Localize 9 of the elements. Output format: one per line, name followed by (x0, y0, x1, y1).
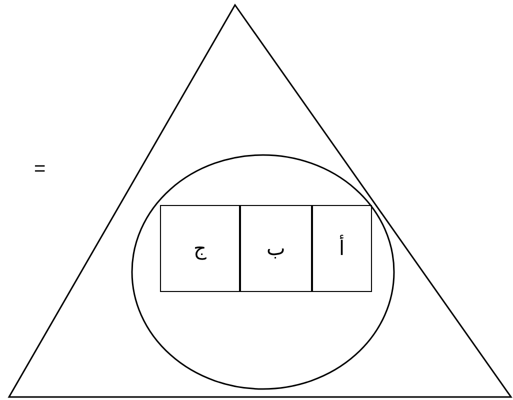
letter-text: أ (339, 236, 345, 261)
circle-outline (131, 154, 395, 390)
equals-sign: = (34, 158, 46, 181)
letter-box (240, 205, 312, 292)
letter-box (160, 205, 240, 292)
letter-text: ب (266, 237, 286, 261)
letter-box (312, 205, 372, 292)
letter-text: ج (194, 237, 206, 261)
triangle-outline (8, 4, 512, 398)
